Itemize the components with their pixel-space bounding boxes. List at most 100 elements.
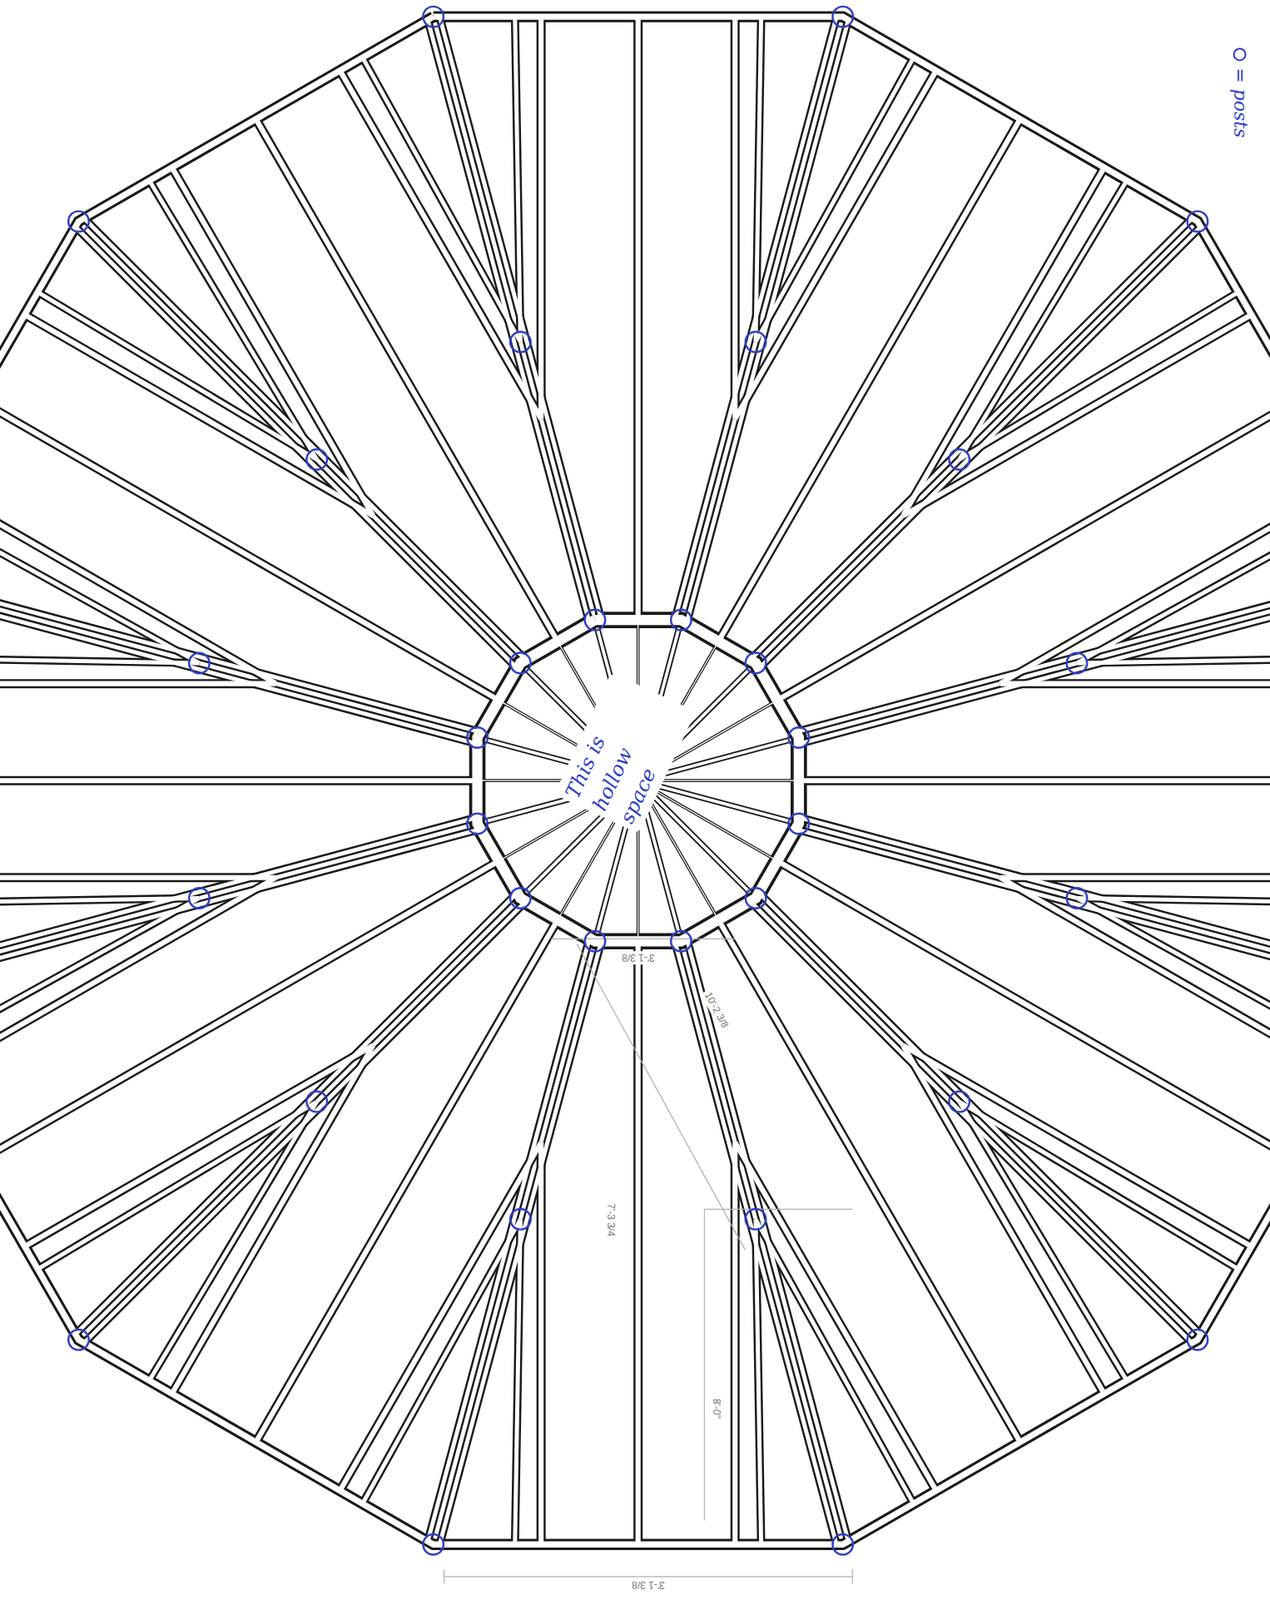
dimension-text: 10'-2 3/8 [700, 987, 734, 1033]
post-marker [510, 332, 531, 353]
legend-text: = posts [1230, 67, 1251, 138]
framing-member-fill [902, 167, 1105, 516]
post-marker [306, 449, 328, 471]
framing-member [362, 1219, 521, 1504]
framing-member [536, 1142, 546, 1545]
framing-member [734, 70, 937, 420]
framing-member [718, 119, 1021, 642]
member-outlines [0, 14, 1270, 1547]
framing-member-fill [538, 16, 544, 419]
framing-member-fill [172, 1046, 374, 1395]
dimension-line [443, 1569, 445, 1584]
framing-member [633, 941, 643, 1545]
framing-member [959, 292, 1239, 460]
dimension-line [550, 938, 735, 940]
framing-member-fill [755, 1219, 914, 1504]
handwritten-note: This is hollow space [554, 672, 696, 834]
framing-member-fill [339, 1142, 541, 1492]
framing-member [477, 620, 799, 942]
framing-member-fill [515, 1219, 521, 1545]
legend-swatch [1230, 45, 1251, 63]
framing-member-fill [1000, 878, 1270, 1080]
framing-member-fill [256, 119, 559, 642]
post-marker [670, 931, 692, 953]
post-marker [1066, 888, 1088, 909]
framing-member [959, 1101, 1127, 1381]
post-marker [745, 332, 767, 353]
framing-member [256, 919, 559, 1443]
framing-member-fill [538, 1142, 544, 1545]
post-marker [422, 1534, 444, 1556]
post-marker [788, 813, 810, 835]
framing-member [902, 1046, 1105, 1395]
framing-member-fill [755, 57, 914, 343]
framing-member-fill [362, 1219, 521, 1504]
framing-member-fill [172, 167, 374, 516]
framing-member-fill [0, 875, 277, 881]
framing-member-fill [718, 919, 1021, 1443]
post-marker [510, 1209, 531, 1231]
framing-member [362, 57, 521, 343]
post-marker [466, 813, 488, 835]
framing-member-fill [718, 119, 1021, 642]
dimension-line [852, 1569, 854, 1584]
framing-member-fill [635, 941, 641, 1545]
framing-member-fill [959, 180, 1127, 460]
framing-member [256, 119, 559, 642]
legend: = posts [1228, 42, 1253, 141]
framing-member [172, 167, 374, 516]
framing-member [439, 14, 601, 619]
framing-member-fill [439, 942, 601, 1547]
framing-member-fill [1000, 482, 1270, 685]
post-marker [1187, 1329, 1209, 1351]
framing-member-fill [439, 14, 601, 619]
framing-member-fill [959, 292, 1239, 460]
post-marker [585, 610, 606, 631]
framing-member-fill [24, 314, 374, 516]
framing-member-fill [732, 1142, 738, 1545]
framing-member-fill [37, 1101, 317, 1270]
framing-member [959, 180, 1127, 460]
post-marker [466, 727, 488, 749]
post-marker [585, 931, 606, 953]
post-marker [832, 6, 854, 28]
post-marker [188, 888, 210, 909]
framing-member [718, 919, 1021, 1443]
post-marker [832, 1534, 854, 1556]
framing-member [730, 16, 740, 419]
framing-member-fill [1076, 657, 1270, 664]
dimension-line [576, 943, 745, 1251]
framing-member-fill [256, 919, 559, 1443]
framing-member-fill [515, 16, 521, 343]
framing-member [674, 14, 837, 619]
dimension-text: 3'-1 3/8 [619, 950, 658, 964]
framing-member-fill [902, 1046, 1252, 1248]
framing-member-fill [0, 878, 277, 1080]
framing-member-fill [0, 897, 199, 904]
framing-member-fill [0, 657, 199, 664]
post-marker [306, 1091, 328, 1113]
framing-member-fill [959, 1101, 1239, 1270]
framing-member-fill [638, 780, 792, 822]
framing-member [902, 314, 1252, 516]
framing-member-fill [755, 1219, 762, 1545]
dimension-text: 7'-3 3/4 [603, 1200, 617, 1240]
dimension-line [444, 1576, 854, 1578]
dimension-text: 3'-1 3/8 [629, 1578, 668, 1593]
dimension-line [704, 1209, 853, 1211]
framing-member [536, 16, 546, 419]
framing-member-fill [37, 292, 317, 460]
post-marker [948, 1091, 970, 1113]
post-marker [68, 1329, 90, 1351]
framing-member-fill [902, 314, 1252, 516]
framing-member-fill [798, 778, 1270, 784]
framing-member-fill [0, 897, 199, 1057]
framing-member-fill [0, 482, 277, 685]
dimension-line [704, 1209, 705, 1521]
framing-member [439, 942, 601, 1547]
framing-member [148, 180, 317, 460]
framing-member [24, 314, 374, 516]
framing-member-fill [902, 1046, 1105, 1395]
framing-member-fill [0, 505, 199, 664]
